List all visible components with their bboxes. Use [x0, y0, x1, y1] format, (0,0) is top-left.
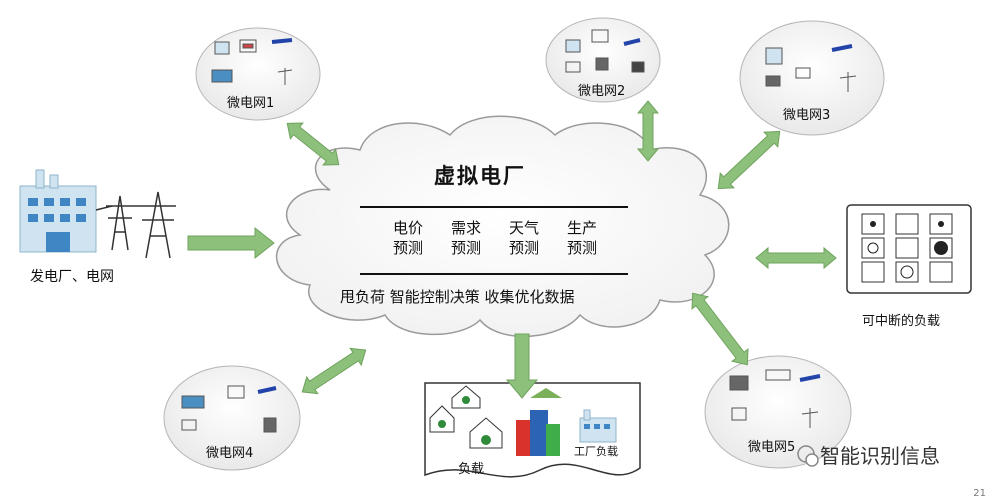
microgrid5-label: 微电网5	[748, 440, 796, 455]
forecast-demand: 需求 预测	[436, 218, 496, 258]
microgrid1-icons	[211, 38, 293, 85]
load-area-panel	[424, 382, 641, 478]
arrow-microgrid4-cloud	[301, 347, 367, 395]
microgrid1-label: 微电网1	[227, 96, 275, 111]
forecast-weather: 天气 预测	[494, 218, 554, 258]
arrow-interruptible-cloud	[755, 246, 837, 270]
forecast-price-line1: 电价	[392, 219, 423, 237]
virtual-power-plant-cloud	[275, 115, 730, 338]
forecast-production: 生产 预测	[552, 218, 612, 258]
factory-load-label: 工厂负载	[574, 445, 618, 458]
page-number: 21	[973, 488, 986, 499]
arrow-microgrid5-cloud	[691, 292, 749, 366]
forecast-production-line2: 预测	[566, 239, 597, 257]
cloud-bottom-text: 甩负荷 智能控制决策 收集优化数据	[340, 288, 575, 306]
forecast-price: 电价 预测	[378, 218, 438, 258]
watermark-text: 智能识别信息	[820, 444, 940, 468]
load-label: 负载	[458, 462, 485, 477]
arrow-microgrid3-cloud	[717, 130, 781, 190]
cloud-title: 虚拟电厂	[434, 164, 526, 188]
microgrid4-label: 微电网4	[206, 446, 254, 461]
arrow-microgrid2-cloud	[636, 100, 660, 162]
interruptible-load-panel	[846, 204, 972, 294]
microgrid3-label: 微电网3	[783, 108, 831, 123]
forecast-weather-line1: 天气	[508, 219, 539, 237]
power-plant-icon	[19, 169, 97, 253]
microgrid4-icons	[181, 385, 277, 433]
power-plant-label: 发电厂、电网	[30, 269, 114, 285]
watermark-logo-icon	[797, 445, 819, 467]
arrows	[187, 100, 837, 399]
microgrid2-icons	[565, 29, 645, 73]
arrow-microgrid1-cloud	[286, 122, 340, 166]
forecast-demand-line2: 预测	[450, 239, 481, 257]
forecast-demand-line1: 需求	[450, 219, 481, 237]
interruptible-load-label: 可中断的负载	[862, 314, 941, 329]
arrow-cloud-load	[505, 333, 539, 399]
microgrid5-icons	[729, 369, 821, 428]
forecast-weather-line2: 预测	[508, 239, 539, 257]
arrow-plant-cloud	[187, 226, 275, 260]
microgrid2-label: 微电网2	[578, 84, 626, 99]
forecast-production-line1: 生产	[566, 219, 597, 237]
forecast-price-line2: 预测	[392, 239, 423, 257]
transmission-tower-icon	[95, 191, 176, 259]
microgrid3-icons	[765, 44, 857, 92]
